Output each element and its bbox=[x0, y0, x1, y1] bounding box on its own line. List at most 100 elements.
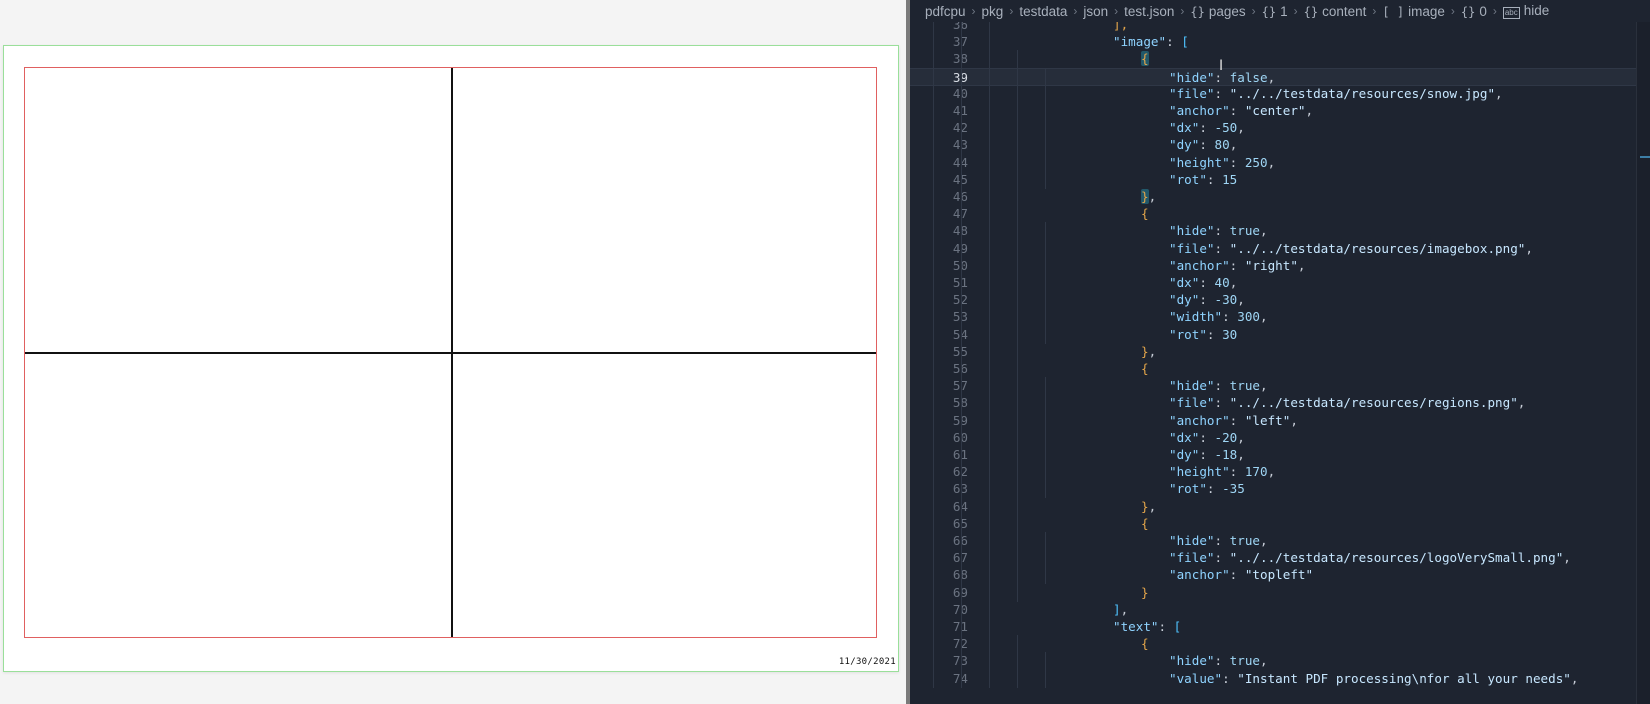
horizontal-divider-line bbox=[25, 352, 876, 354]
code-line[interactable]: 49"file": "../../testdata/resources/imag… bbox=[910, 239, 1650, 258]
code-line[interactable]: 63"rot": -35 bbox=[910, 480, 1650, 499]
code-token: : bbox=[1229, 567, 1245, 583]
indent-guide bbox=[989, 33, 990, 52]
code-token: true bbox=[1229, 533, 1261, 548]
breadcrumb-item[interactable]: {}1 bbox=[1262, 4, 1288, 19]
breadcrumb-item[interactable]: pkg bbox=[982, 4, 1004, 19]
pdf-preview-pane[interactable]: 11/30/2021 bbox=[0, 0, 906, 704]
indent-guide bbox=[961, 102, 962, 120]
indent-guide bbox=[1017, 205, 1018, 224]
code-token: true bbox=[1229, 223, 1261, 239]
code-area[interactable]: 36],37"image": [38{39"hide": false,40"fi… bbox=[910, 16, 1650, 704]
code-token: : bbox=[1199, 429, 1215, 445]
indent-guide bbox=[989, 102, 990, 120]
code-line[interactable]: 64}, bbox=[910, 497, 1650, 516]
line-number: 52 bbox=[910, 291, 968, 309]
code-line[interactable]: 73"hide": true, bbox=[910, 652, 1650, 671]
indent-guide bbox=[961, 669, 962, 688]
code-token: : bbox=[1214, 550, 1230, 566]
indent-guide bbox=[961, 342, 962, 361]
code-line[interactable]: 56{ bbox=[910, 360, 1650, 378]
code-line[interactable]: 43"dy": 80, bbox=[910, 136, 1650, 155]
indent-guide bbox=[933, 377, 934, 396]
indent-guide bbox=[933, 170, 934, 189]
pdf-page[interactable] bbox=[3, 45, 899, 672]
code-line[interactable]: 57"hide": true, bbox=[910, 377, 1650, 396]
code-line[interactable]: 70], bbox=[910, 600, 1650, 619]
code-line[interactable]: 45"rot": 15 bbox=[910, 170, 1650, 189]
breadcrumb-item[interactable]: {}content bbox=[1304, 4, 1367, 19]
code-line[interactable]: 67"file": "../../testdata/resources/logo… bbox=[910, 549, 1650, 568]
code-line[interactable]: 55}, bbox=[910, 342, 1650, 361]
indent-guide bbox=[961, 188, 962, 206]
indent-guide bbox=[1045, 170, 1046, 189]
code-line[interactable]: 46}, bbox=[910, 188, 1650, 206]
indent-guide bbox=[961, 239, 962, 258]
code-line[interactable]: 72{ bbox=[910, 635, 1650, 654]
pane-splitter[interactable] bbox=[906, 0, 910, 704]
breadcrumb-separator-icon: › bbox=[1251, 4, 1256, 18]
code-line[interactable]: 66"hide": true, bbox=[910, 532, 1650, 550]
indent-guide bbox=[933, 136, 934, 155]
code-token: "topleft" bbox=[1244, 567, 1314, 583]
indent-guide bbox=[989, 549, 990, 568]
breadcrumb-item[interactable]: {}0 bbox=[1461, 4, 1487, 19]
indent-guide bbox=[1045, 377, 1046, 396]
code-line[interactable]: 52"dy": -30, bbox=[910, 291, 1650, 310]
code-text: "hide": true, bbox=[1169, 222, 1268, 240]
breadcrumb-item[interactable]: json bbox=[1083, 4, 1108, 19]
breadcrumb-item[interactable]: pdfcpu bbox=[925, 4, 966, 19]
breadcrumb-item[interactable]: test.json bbox=[1124, 4, 1174, 19]
code-line[interactable]: 48"hide": true, bbox=[910, 222, 1650, 241]
code-line[interactable]: 74"value": "Instant PDF processing\nfor … bbox=[910, 669, 1650, 688]
code-line[interactable]: 42"dx": -50, bbox=[910, 119, 1650, 138]
indent-guide bbox=[1017, 136, 1018, 155]
indent-guide bbox=[961, 566, 962, 585]
indent-guide bbox=[989, 170, 990, 189]
code-token: "image" bbox=[1113, 34, 1167, 50]
code-line[interactable]: 40"file": "../../testdata/resources/snow… bbox=[910, 84, 1650, 103]
code-line[interactable]: 61"dy": -18, bbox=[910, 446, 1650, 464]
code-line-current[interactable]: 39"hide": false, bbox=[910, 67, 1650, 87]
indent-guide bbox=[961, 205, 962, 224]
code-line[interactable]: 62"height": 170, bbox=[910, 463, 1650, 482]
code-line[interactable]: 44"height": 250, bbox=[910, 153, 1650, 172]
indent-guide bbox=[933, 325, 934, 344]
code-line[interactable]: 69} bbox=[910, 583, 1650, 602]
code-token: "height" bbox=[1169, 464, 1230, 480]
breadcrumb-separator-icon: › bbox=[1009, 4, 1014, 18]
scrollbar[interactable] bbox=[1636, 22, 1650, 704]
code-line[interactable]: 37"image": [ bbox=[910, 33, 1650, 52]
breadcrumb-item[interactable]: testdata bbox=[1019, 4, 1067, 19]
code-line[interactable]: 53"width": 300, bbox=[910, 308, 1650, 327]
code-token: , bbox=[1517, 395, 1526, 411]
code-line[interactable]: 60"dx": -20, bbox=[910, 428, 1650, 447]
code-line[interactable]: 50"anchor": "right", bbox=[910, 256, 1650, 275]
code-text: "anchor": "center", bbox=[1169, 102, 1313, 120]
page-date-stamp: 11/30/2021 bbox=[838, 657, 896, 667]
code-line[interactable]: 54"rot": 30 bbox=[910, 325, 1650, 344]
indent-guide bbox=[961, 325, 962, 344]
code-line[interactable]: 58"file": "../../testdata/resources/regi… bbox=[910, 394, 1650, 413]
code-line[interactable]: 68"anchor": "topleft" bbox=[910, 566, 1650, 585]
breadcrumb-label: 0 bbox=[1479, 3, 1487, 19]
line-number: 58 bbox=[910, 394, 968, 412]
indent-guide bbox=[961, 600, 962, 619]
code-line[interactable]: 41"anchor": "center", bbox=[910, 102, 1650, 120]
code-line[interactable]: 71"text": [ bbox=[910, 618, 1650, 636]
code-token: 15 bbox=[1222, 171, 1238, 187]
code-editor[interactable]: 36],37"image": [38{39"hide": false,40"fi… bbox=[910, 0, 1650, 704]
indent-guide bbox=[989, 411, 990, 430]
code-line[interactable]: 38{ bbox=[910, 50, 1650, 69]
code-line[interactable]: 51"dx": 40, bbox=[910, 274, 1650, 292]
code-line[interactable]: 47{ bbox=[910, 205, 1650, 224]
code-token: : bbox=[1214, 69, 1230, 85]
breadcrumb-item[interactable]: [ ]image bbox=[1382, 4, 1444, 19]
code-line[interactable]: 65{ bbox=[910, 514, 1650, 533]
code-text: "hide": true, bbox=[1169, 377, 1268, 395]
breadcrumb-item[interactable]: {}pages bbox=[1190, 4, 1245, 19]
indent-guide bbox=[933, 532, 934, 550]
code-line[interactable]: 59"anchor": "left", bbox=[910, 411, 1650, 430]
indent-guide bbox=[989, 583, 990, 602]
